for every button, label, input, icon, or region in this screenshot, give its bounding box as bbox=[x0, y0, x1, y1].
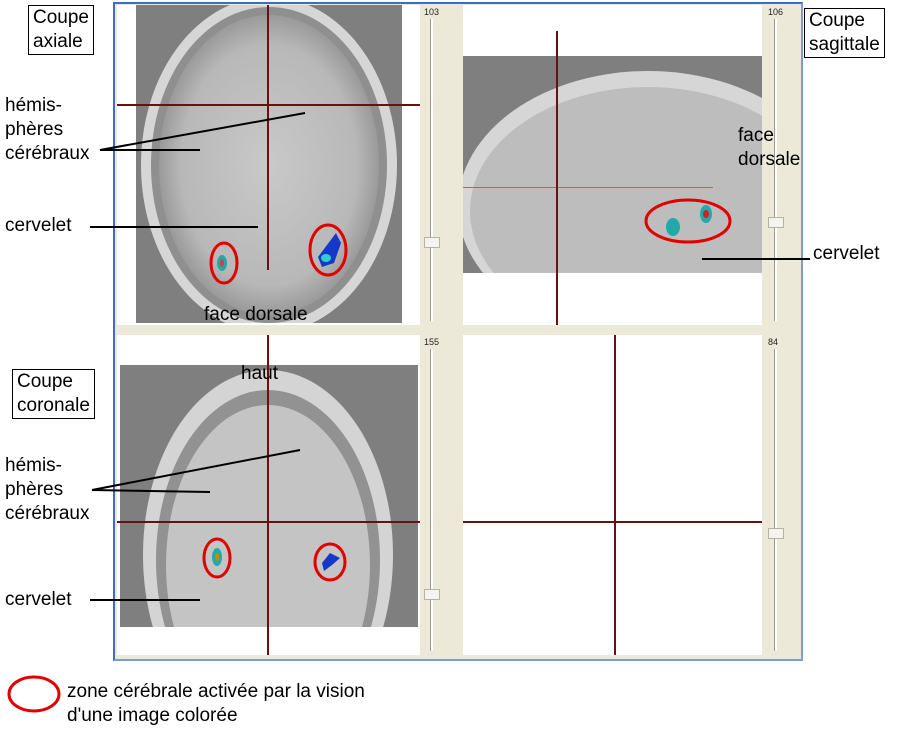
empty-view[interactable] bbox=[463, 335, 762, 655]
cervelet-axial-label: cervelet bbox=[5, 215, 72, 236]
sagittal-slice-value: 106 bbox=[768, 7, 784, 17]
sagittal-view[interactable] bbox=[463, 5, 762, 325]
sagittal-slider-thumb[interactable] bbox=[768, 217, 784, 228]
axial-mri-image bbox=[136, 5, 402, 323]
axial-slice-slider[interactable]: 103 bbox=[420, 5, 442, 325]
activation-ring-legend-icon bbox=[7, 675, 61, 713]
empty-crosshair-v bbox=[614, 335, 616, 655]
cervelet-sagittal-label: cervelet bbox=[813, 243, 880, 264]
axial-slider-thumb[interactable] bbox=[424, 237, 440, 248]
sagittal-slice-slider[interactable]: 106 bbox=[764, 5, 786, 325]
axial-crosshair-v bbox=[267, 5, 269, 270]
sagittal-crosshair-h bbox=[463, 187, 713, 188]
coronal-view[interactable] bbox=[117, 335, 420, 655]
axial-slice-value: 103 bbox=[424, 7, 440, 17]
fourth-slice-value: 84 bbox=[768, 337, 779, 347]
empty-crosshair-h bbox=[463, 521, 762, 523]
sagittal-mri-image bbox=[463, 56, 762, 273]
fourth-slice-slider[interactable]: 84 bbox=[764, 335, 786, 655]
fourth-slider-thumb[interactable] bbox=[768, 528, 784, 539]
coronal-slice-value: 155 bbox=[424, 337, 440, 347]
face-dorsale-axial-label: face dorsale bbox=[204, 304, 308, 325]
cervelet-coronal-label: cervelet bbox=[5, 589, 72, 610]
axial-view[interactable] bbox=[117, 5, 420, 325]
coronal-slice-slider[interactable]: 155 bbox=[420, 335, 442, 655]
coronal-crosshair-v bbox=[267, 335, 269, 655]
haut-label: haut bbox=[241, 363, 278, 384]
coronal-slider-thumb[interactable] bbox=[424, 589, 440, 600]
sagittal-crosshair-v bbox=[556, 31, 558, 325]
